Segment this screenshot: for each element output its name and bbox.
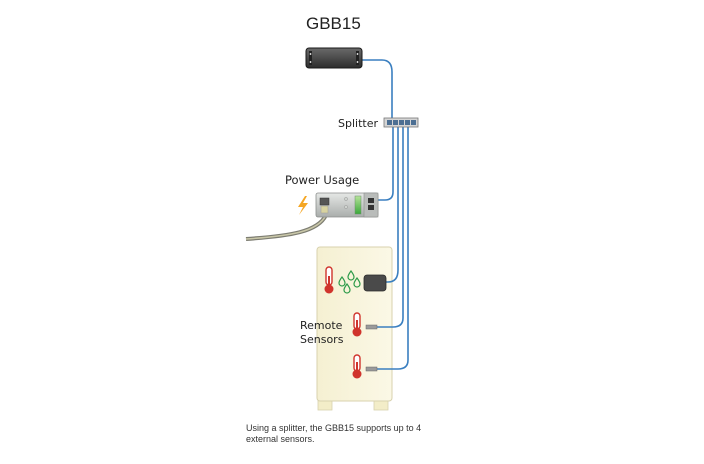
- sensor-probe-icon: [365, 324, 378, 330]
- gbb15-device-icon: [305, 47, 363, 69]
- thermometer-icon: [324, 266, 334, 294]
- remote-sensors-label-line1: Remote: [300, 319, 343, 332]
- remote-sensors-label: Remote Sensors: [300, 319, 343, 347]
- lightning-bolt-icon: [298, 196, 308, 215]
- water-drops-icon: [338, 269, 361, 294]
- thermometer-icon: [352, 354, 362, 379]
- caption-line2: external sensors.: [246, 434, 315, 444]
- caption-line1: Using a splitter, the GBB15 supports up …: [246, 423, 422, 433]
- splitter-icon: [383, 117, 419, 128]
- sensor-cables: [362, 59, 409, 370]
- remote-sensors-label-line2: Sensors: [300, 333, 344, 346]
- power-cable-icon: [245, 204, 329, 241]
- power-usage-label: Power Usage: [285, 173, 360, 187]
- thermometer-icon: [352, 312, 362, 337]
- power-meter-icon: [315, 192, 379, 218]
- caption: Using a splitter, the GBB15 supports up …: [246, 423, 466, 445]
- diagram-title: GBB15: [306, 14, 361, 33]
- splitter-label: Splitter: [338, 117, 378, 130]
- humidity-sensor-icon: [363, 274, 387, 292]
- sensor-probe-icon: [365, 366, 378, 372]
